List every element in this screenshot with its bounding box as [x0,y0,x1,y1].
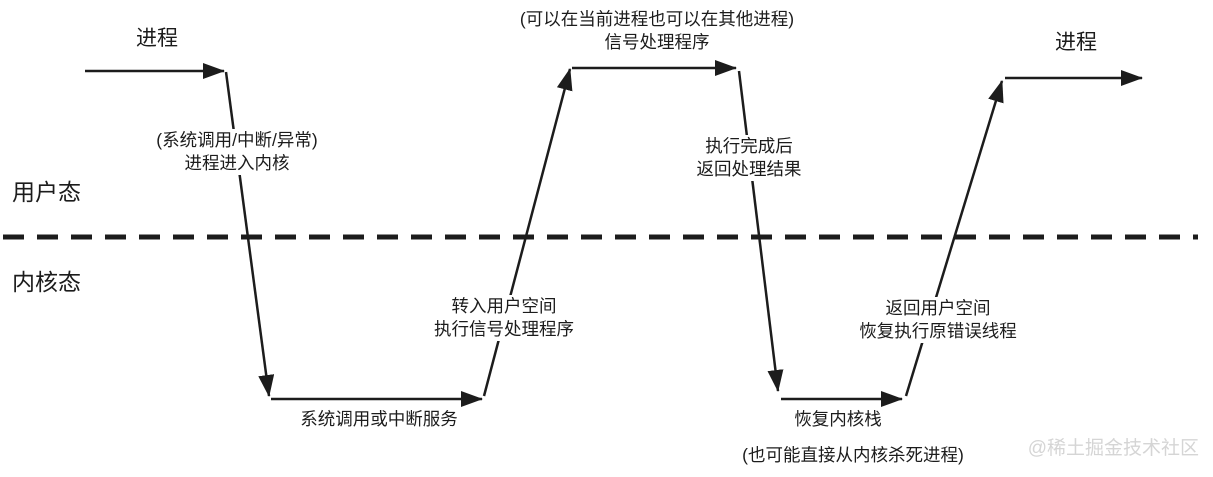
return-user-space-label: 返回用户空间 恢复执行原错误线程 [856,297,1020,343]
process-end-label: 进程 [1055,31,1097,54]
kernel-mode-label: 内核态 [12,269,81,295]
to-user-space-label: 转入用户空间 执行信号处理程序 [431,295,577,341]
arrow-return-user-space [904,80,1004,397]
user-mode-label: 用户态 [12,179,81,205]
kill-process-note: (也可能直接从内核杀死进程) [739,444,967,467]
return-user-space-line1: 返回用户空间 [885,298,991,318]
to-user-space-line1: 转入用户空间 [451,296,557,316]
signal-handler-text: 信号处理程序 [604,32,710,52]
arrow-exec-complete [737,70,784,392]
to-user-space-line2: 执行信号处理程序 [434,319,574,339]
arrow-to-user-space [482,68,573,397]
watermark: @稀土掘金技术社区 [1027,438,1199,459]
process-start-label: 进程 [136,27,178,50]
signal-handler-note: (可以在当前进程也可以在其他进程) [519,9,795,29]
enter-kernel-note: (系统调用/中断/异常) [156,130,318,150]
arrow-enter-kernel [224,71,275,397]
return-user-space-line2: 恢复执行原错误线程 [859,321,1017,341]
syscall-service-label: 系统调用或中断服务 [297,408,461,431]
restore-kernel-stack-label: 恢复内核栈 [791,408,885,431]
enter-kernel-text: 进程进入内核 [184,153,290,173]
enter-kernel-label: (系统调用/中断/异常) 进程进入内核 [153,129,321,175]
exec-complete-line2: 返回处理结果 [696,159,802,179]
signal-handler-label: (可以在当前进程也可以在其他进程) 信号处理程序 [516,8,798,54]
exec-complete-label: 执行完成后 返回处理结果 [693,135,805,181]
exec-complete-line1: 执行完成后 [705,136,793,156]
